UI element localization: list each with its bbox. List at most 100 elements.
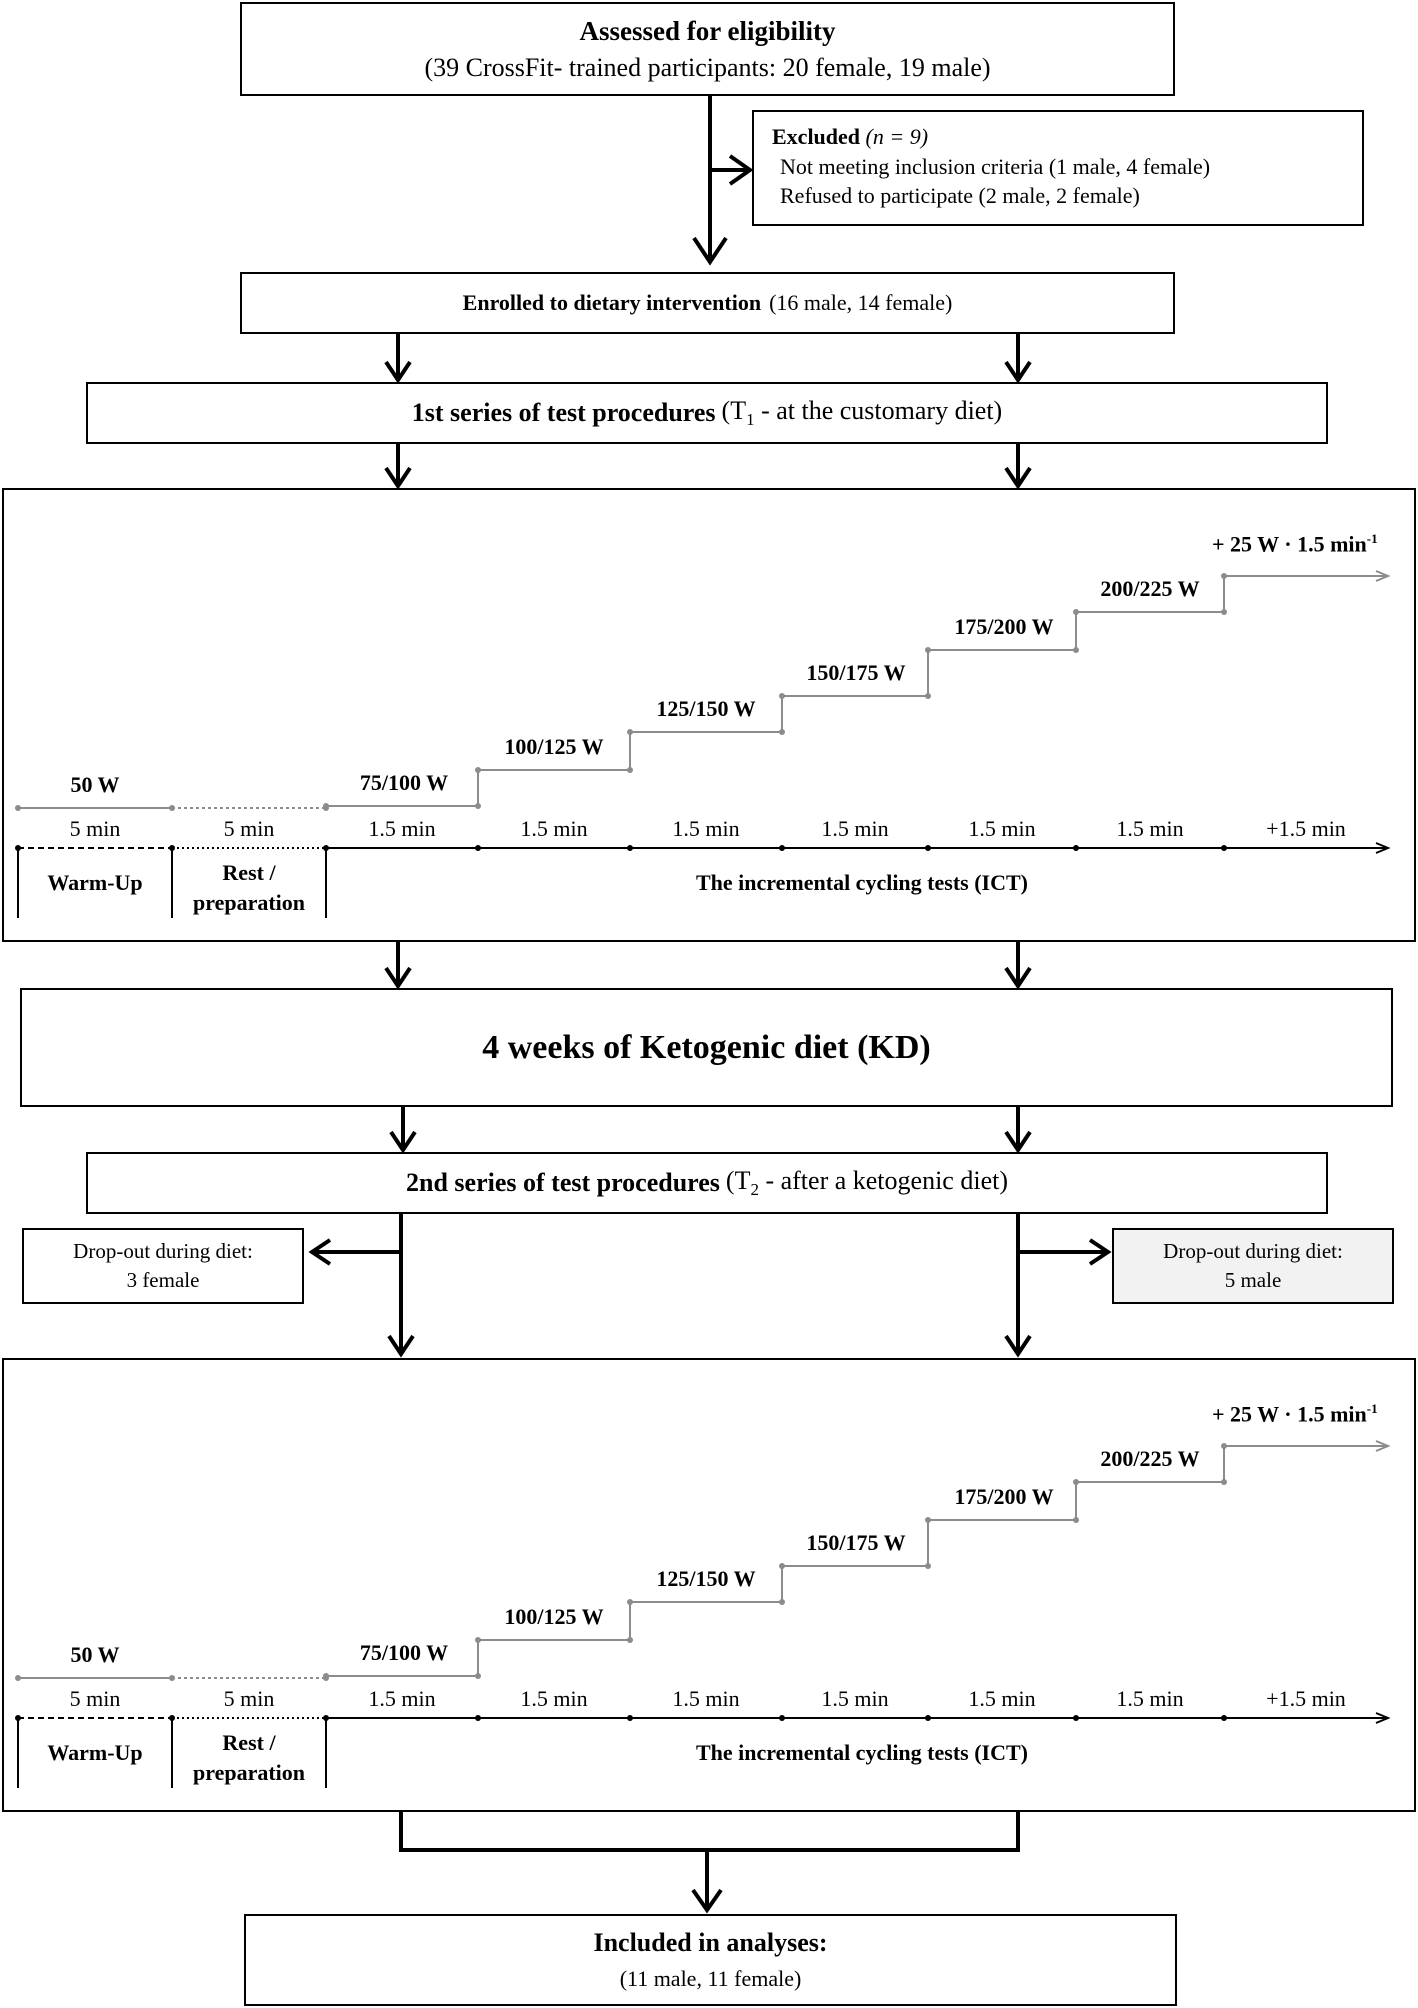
- step-point: [1073, 1517, 1079, 1523]
- excluded-reason: Refused to participate (2 male, 2 female…: [780, 183, 1140, 209]
- time-tick: [1073, 1715, 1079, 1721]
- duration-label: 1.5 min: [520, 1686, 588, 1711]
- excluded-label: Excluded: [772, 124, 861, 149]
- step-point: [169, 1675, 175, 1681]
- rest-label-line2: preparation: [192, 890, 306, 915]
- time-tick: [475, 1715, 481, 1721]
- step-point: [323, 1673, 329, 1679]
- time-tick: [323, 1715, 329, 1721]
- step-point: [169, 805, 175, 811]
- time-tick: [1221, 1715, 1227, 1721]
- assessed-title: Assessed for eligibility: [579, 15, 836, 46]
- duration-label: +1.5 min: [1266, 1686, 1346, 1711]
- arrowhead: [1375, 570, 1391, 582]
- excluded-box: Excluded (n = 9) Not meeting inclusion c…: [752, 110, 1364, 226]
- included-box: Included in analyses: (11 male, 11 femal…: [244, 1914, 1177, 2006]
- dropout-left-line2: 3 female: [126, 1268, 200, 1292]
- step-point: [627, 729, 633, 735]
- duration-label: 1.5 min: [368, 1686, 436, 1711]
- stage-load-label: 175/200 W: [954, 1484, 1054, 1509]
- step-point: [1073, 1479, 1079, 1485]
- step-point: [1073, 647, 1079, 653]
- arrowhead: [1004, 966, 1032, 990]
- step-point: [475, 803, 481, 809]
- step-point: [925, 1517, 931, 1523]
- duration-label: 1.5 min: [821, 816, 889, 841]
- arrowhead: [1088, 1238, 1112, 1266]
- series1-detail-post: - at the customary diet): [754, 395, 1003, 425]
- step-protocol-graph: [15, 1440, 1391, 1788]
- duration-label: 1.5 min: [1116, 816, 1184, 841]
- dropout-right-line1: Drop-out during diet:: [1163, 1239, 1343, 1263]
- kd-box: 4 weeks of Ketogenic diet (KD): [20, 988, 1393, 1107]
- step-point: [475, 1673, 481, 1679]
- arrowhead: [728, 154, 754, 186]
- assessed-detail: (39 CrossFit- trained participants: 20 f…: [424, 52, 991, 82]
- time-tick: [323, 845, 329, 851]
- step-point: [779, 693, 785, 699]
- duration-label: 5 min: [223, 1686, 275, 1711]
- enrolled-box: Enrolled to dietary intervention (16 mal…: [240, 272, 1175, 334]
- time-tick: [1073, 845, 1079, 851]
- duration-label: 1.5 min: [1116, 1686, 1184, 1711]
- stage-load-label: 175/200 W: [954, 614, 1054, 639]
- step-point: [779, 1563, 785, 1569]
- duration-label: 1.5 min: [672, 1686, 740, 1711]
- arrowhead: [1004, 1334, 1032, 1358]
- time-tick: [627, 1715, 633, 1721]
- increment-exponent: -1: [1366, 1401, 1378, 1416]
- step-point: [627, 1637, 633, 1643]
- increment-exponent: -1: [1366, 531, 1378, 546]
- assessed-box: Assessed for eligibility (39 CrossFit- t…: [240, 2, 1175, 96]
- arrowhead: [1375, 1712, 1391, 1724]
- arrowhead: [1004, 1130, 1032, 1154]
- enrolled-counts: (16 male, 14 female): [769, 290, 953, 315]
- increment-label: + 25 W · 1.5 min-1: [1212, 1402, 1378, 1425]
- time-tick: [925, 845, 931, 851]
- dropout-left-line1: Drop-out during diet:: [73, 1239, 253, 1263]
- step-point: [627, 1599, 633, 1605]
- stage-load-label: 100/125 W: [504, 734, 604, 759]
- stage-load-label: 100/125 W: [504, 1604, 604, 1629]
- step-point: [475, 767, 481, 773]
- duration-label: 1.5 min: [520, 816, 588, 841]
- time-tick: [627, 845, 633, 851]
- time-tick: [15, 1715, 21, 1721]
- series2-subscript: 2: [750, 1180, 759, 1200]
- arrowhead: [384, 466, 412, 490]
- ict-label: The incremental cycling tests (ICT): [696, 870, 1028, 895]
- stage-load-label: 50 W: [70, 1642, 120, 1667]
- enrolled-label: Enrolled to dietary intervention: [462, 290, 762, 315]
- step-point: [1221, 1443, 1227, 1449]
- excluded-n: (n = 9): [865, 124, 929, 149]
- series2-box: 2nd series of test procedures (T2 - afte…: [86, 1152, 1328, 1214]
- merge-bracket: [399, 1812, 1020, 1852]
- duration-label: 1.5 min: [968, 1686, 1036, 1711]
- dropout-right-line2: 5 male: [1224, 1268, 1282, 1292]
- step-point: [15, 1675, 21, 1681]
- warmup-label: Warm-Up: [47, 1740, 143, 1765]
- ict-label: The incremental cycling tests (ICT): [696, 1740, 1028, 1765]
- time-tick: [475, 845, 481, 851]
- stage-load-label: 200/225 W: [1100, 1446, 1200, 1471]
- increment-label: + 25 W · 1.5 min-1: [1212, 532, 1378, 555]
- dropout-right-box: Drop-out during diet: 5 male: [1112, 1228, 1394, 1304]
- rest-label-line1: Rest /: [222, 1730, 276, 1755]
- arrowhead: [1004, 360, 1032, 384]
- included-title: Included in analyses:: [593, 1928, 828, 1957]
- rest-label-line1: Rest /: [222, 860, 276, 885]
- series1-box: 1st series of test procedures (T1 - at t…: [86, 382, 1328, 444]
- increment-text: + 25 W · 1.5 min: [1212, 1401, 1367, 1427]
- rest-label-line2: preparation: [192, 1760, 306, 1785]
- step-point: [925, 1563, 931, 1569]
- time-tick: [169, 1715, 175, 1721]
- warmup-label: Warm-Up: [47, 870, 143, 895]
- arrowhead: [1375, 842, 1391, 854]
- step-point: [475, 1637, 481, 1643]
- duration-label: 1.5 min: [821, 1686, 889, 1711]
- time-tick: [15, 845, 21, 851]
- series2-detail-post: - after a ketogenic diet): [758, 1165, 1008, 1195]
